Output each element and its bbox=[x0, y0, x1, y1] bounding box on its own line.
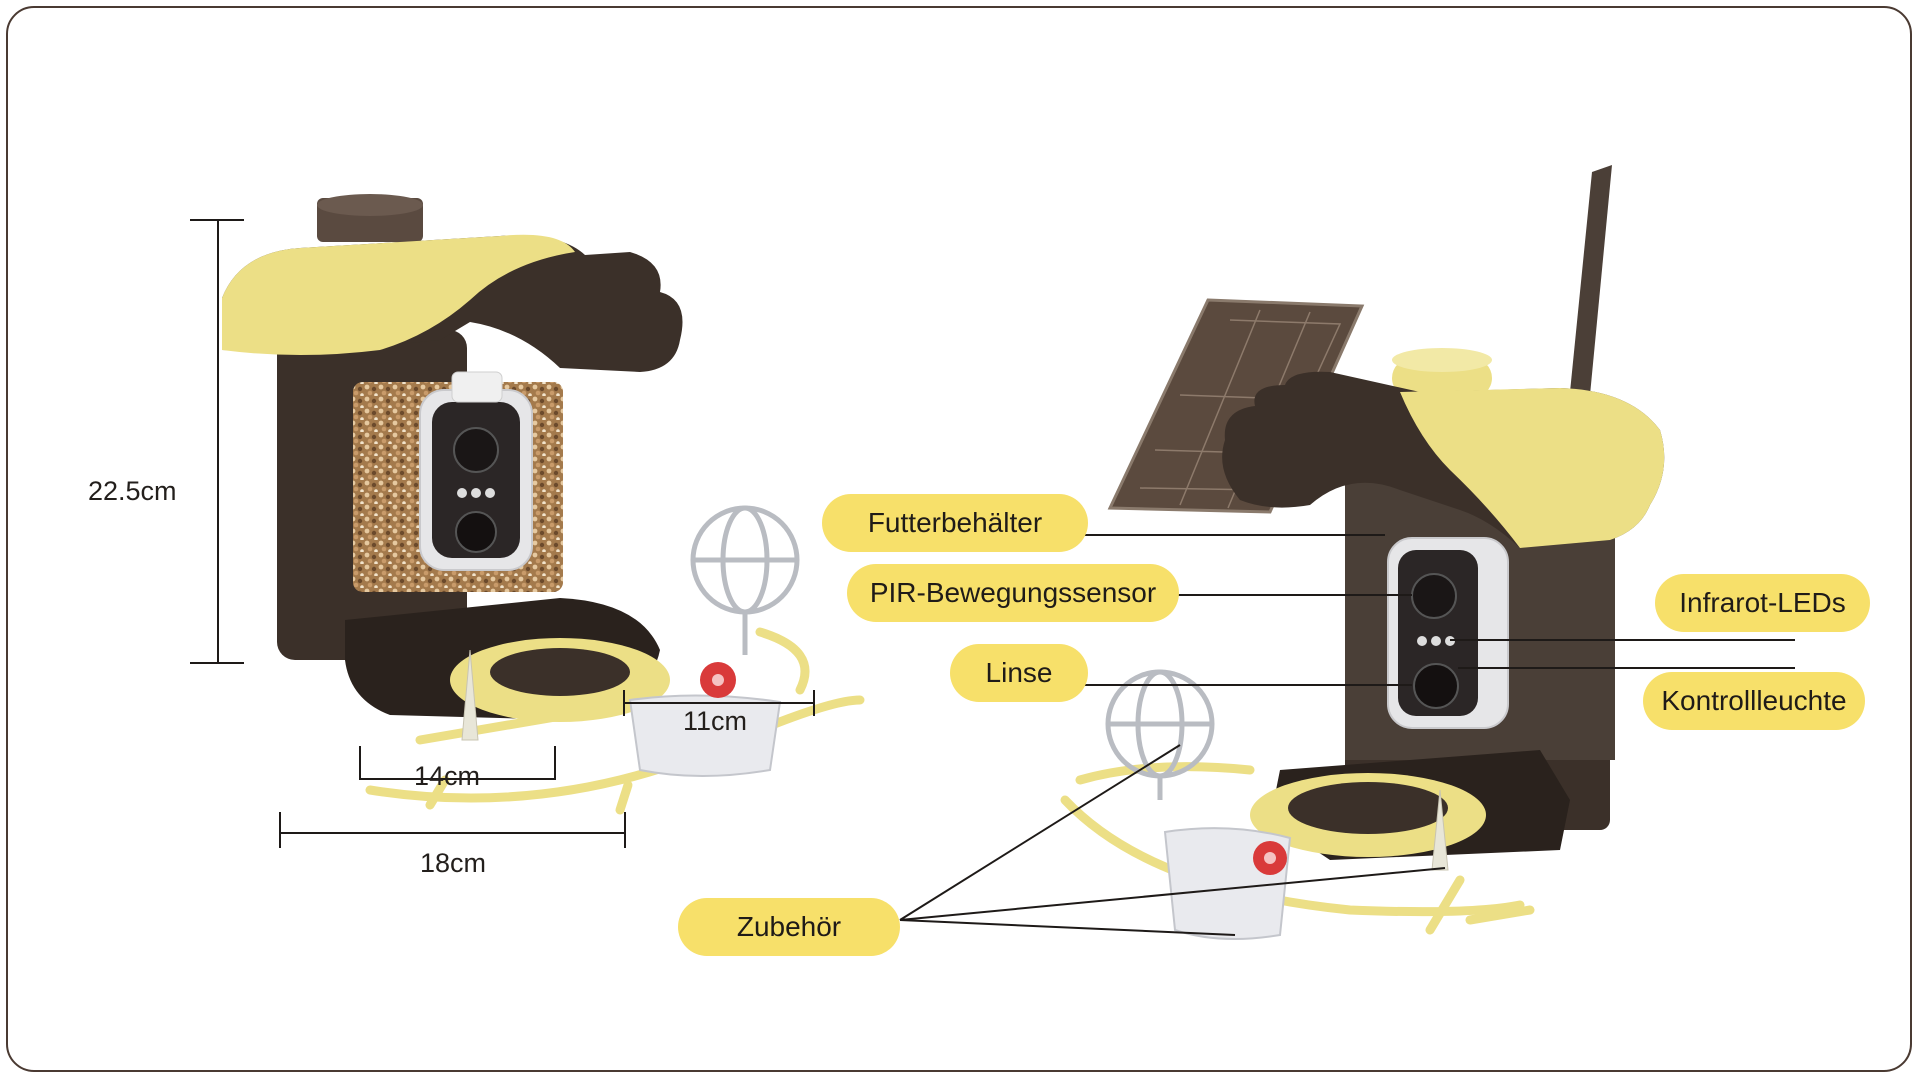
label-kontrollleuchte: Kontrollleuchte bbox=[1643, 672, 1865, 730]
width-dimension-label: 18cm bbox=[420, 848, 487, 878]
left-cage-ball bbox=[690, 505, 800, 655]
label-infrarot-leds: Infrarot-LEDs bbox=[1655, 574, 1870, 632]
right-cage-ball bbox=[1105, 669, 1215, 800]
label-futterbehaelter: Futterbehälter bbox=[822, 494, 1088, 552]
base-dimension-label: 14cm bbox=[414, 761, 481, 791]
right-bird-feeder bbox=[1060, 165, 1665, 940]
image-frame bbox=[6, 6, 1912, 1072]
right-camera bbox=[1387, 537, 1509, 729]
label-pir-sensor: PIR-Bewegungssensor bbox=[847, 564, 1179, 622]
dimension-lines bbox=[190, 219, 815, 848]
height-dimension-label: 22.5cm bbox=[88, 476, 177, 506]
left-bird-feeder bbox=[222, 194, 865, 815]
tray-dimension-label: 11cm bbox=[683, 706, 748, 736]
callout-lines bbox=[899, 534, 1795, 936]
label-linse: Linse bbox=[950, 644, 1088, 702]
left-camera bbox=[419, 371, 533, 571]
left-flower bbox=[700, 662, 736, 698]
right-flower bbox=[1253, 841, 1287, 875]
label-zubehoer: Zubehör bbox=[678, 898, 900, 956]
